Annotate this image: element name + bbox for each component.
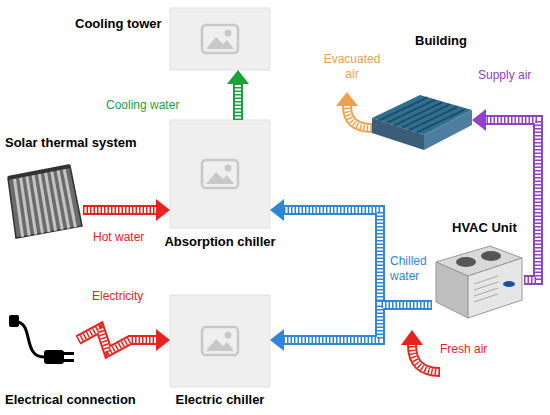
placeholder-frame (170, 120, 270, 228)
arrow-shaft (284, 305, 432, 340)
arrow-shaft-inner (235, 84, 241, 120)
grille-line (474, 294, 498, 302)
collector-tube (64, 167, 76, 227)
arrow-shaft-inner (284, 210, 432, 305)
arrow-shaft (284, 210, 432, 305)
arrow-shaft (412, 345, 440, 372)
arrow-shaft (486, 120, 538, 280)
component-title: Solar thermal system (5, 135, 137, 151)
component-node: Building (372, 95, 472, 150)
roof-rib (379, 97, 427, 120)
arrow-head (156, 199, 170, 221)
flow-label: Hot water (93, 230, 144, 245)
arrow-hatch (486, 120, 538, 280)
arrow-shaft-inner (78, 328, 156, 352)
building-illustration (372, 95, 472, 150)
panel-frame (8, 166, 82, 238)
arrow-hatch (83, 207, 156, 213)
component-title: HVAC Unit (452, 220, 517, 236)
flow-label: Fresh air (440, 342, 487, 357)
hvac-illustration (436, 246, 522, 318)
roof-rib (394, 102, 442, 125)
plug-prong (64, 359, 74, 362)
arrow-shaft-inner (284, 305, 432, 340)
arrow-hatch (235, 84, 241, 120)
plug-illustration (9, 315, 74, 364)
component-node: Electric chiller (170, 295, 270, 387)
arrow-head (227, 70, 249, 84)
placeholder-icon (202, 327, 238, 355)
plug-end (9, 315, 19, 327)
arrow-head (336, 92, 358, 106)
component-title: Electric chiller (176, 392, 265, 408)
hvac-logo (503, 281, 515, 287)
placeholder-icon (202, 25, 238, 53)
component-node: Cooling tower (170, 8, 270, 70)
roof-rib (387, 100, 435, 123)
arrow-hatch (412, 345, 440, 372)
hvac-side (436, 262, 468, 318)
hvac-grille (474, 276, 498, 302)
component-title: Cooling tower (75, 16, 162, 32)
arrow-hatch (284, 210, 432, 305)
component-node: Absorption chiller (170, 120, 270, 228)
component-node: Electrical connection (8, 312, 78, 380)
component-node: HVAC Unit (432, 242, 524, 322)
plug-body (44, 350, 64, 364)
arrow-head (472, 109, 486, 131)
arrow-head (156, 329, 170, 351)
placeholder-icon (202, 160, 238, 188)
building-wall (424, 110, 472, 150)
arrow-head (270, 329, 284, 351)
roof-rib (402, 105, 450, 128)
flow-arrow (472, 109, 538, 280)
image-placeholder (170, 8, 270, 70)
flow-label: Supply air (478, 68, 531, 83)
arrow-shaft (347, 106, 372, 128)
hvac-fan (481, 251, 501, 261)
flow-label: Chilled water (390, 254, 432, 284)
component-title: Electrical connection (5, 392, 136, 408)
component-title: Building (415, 33, 467, 49)
component-title: Absorption chiller (164, 234, 275, 250)
arrow-hatch (78, 328, 156, 352)
hvac-fan (456, 257, 476, 267)
arrow-shaft (233, 84, 243, 120)
panel-header (8, 166, 70, 178)
placeholder-frame (170, 8, 270, 70)
roof-rib (417, 110, 465, 133)
image-placeholder (170, 295, 270, 387)
flow-label: Cooling water (106, 98, 179, 113)
plug-cable (16, 322, 44, 357)
plug-prong (64, 352, 74, 355)
arrow-shaft (83, 205, 156, 215)
arrow-shaft-inner (83, 207, 156, 213)
fresh-air-arrow (401, 330, 440, 372)
arrow-shaft-inner (412, 345, 440, 372)
hvac-front (468, 258, 522, 318)
arrow-head (270, 199, 284, 221)
placeholder-frame (170, 295, 270, 387)
solar-panel-illustration (8, 166, 82, 238)
flow-arrow (83, 199, 170, 221)
arrow-hatch (347, 106, 372, 128)
arrow-hatch (284, 305, 432, 340)
roof-rib (409, 107, 457, 130)
flow-arrow (270, 199, 432, 305)
flow-arrow (270, 305, 432, 351)
roof-ribs (379, 97, 464, 132)
arrow-head (401, 330, 423, 345)
evacuated-air-arrow (336, 92, 372, 128)
collector-tubes (14, 167, 75, 237)
flow-arrow (227, 70, 249, 120)
arrow-shaft-inner (486, 120, 538, 280)
flow-label: Electricity (92, 289, 143, 304)
arrow-shaft (78, 328, 156, 352)
component-node: Solar thermal system (5, 165, 83, 237)
flow-arrow (78, 328, 170, 352)
image-placeholder (170, 120, 270, 228)
flow-label: Evacuated air (320, 52, 384, 82)
arrow-shaft-inner (347, 106, 372, 128)
